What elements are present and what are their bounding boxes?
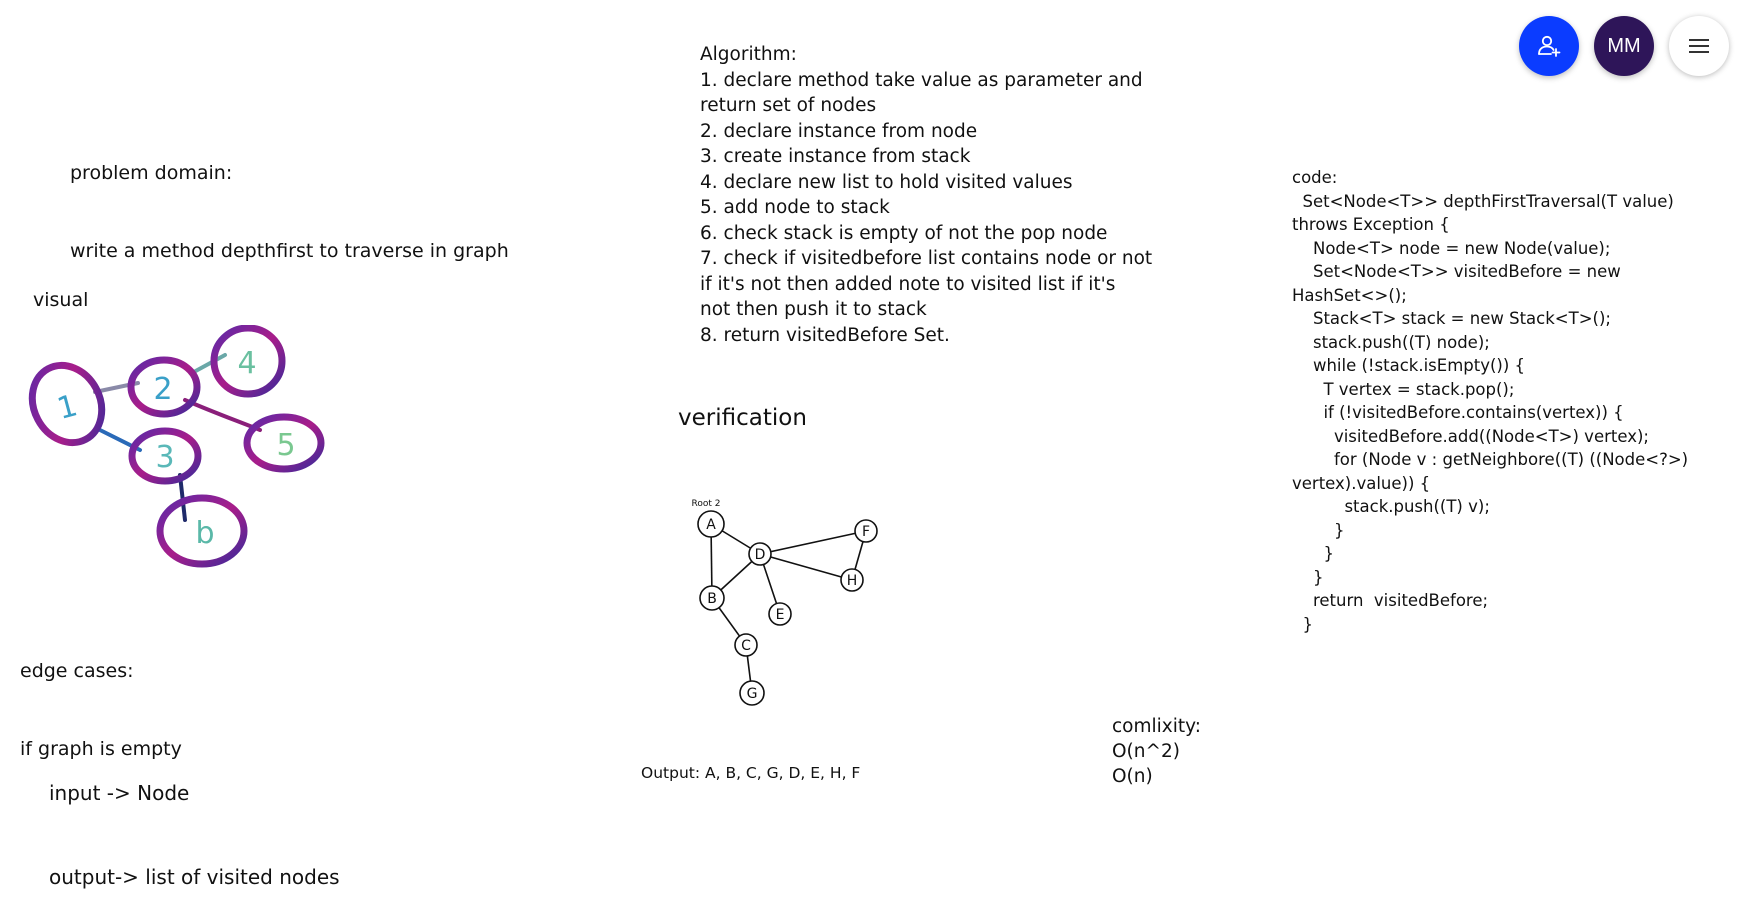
algorithm-line: 2. declare instance from node [700,120,978,142]
complexity-line: comlixity: [1112,716,1201,737]
invite-user-button[interactable] [1519,16,1579,76]
algorithm-line: 4. declare new list to hold visited valu… [700,171,1073,193]
visual-graph-sketch: 1 2 4 3 5 b [28,325,325,568]
code-line: HashSet<>(); [1292,285,1407,305]
algorithm-line: if it's not then added note to visited l… [700,273,1116,295]
input-text: input -> Node [49,781,190,805]
algorithm-line: 7. check if visitedbefore list contains … [700,248,1153,269]
graph-node-label-B: B [707,591,717,607]
graph-edge-D-H [759,553,853,581]
algorithm-line: return set of nodes [700,95,877,116]
graph-node-label-C: C [741,638,751,654]
edge-cases-text: if graph is empty [20,738,182,760]
problem-domain-text: write a method depthfirst to traverse in… [70,240,509,262]
top-actions: MM [1519,16,1729,76]
output-text: output-> list of visited nodes [49,865,340,889]
graph-node-label-H: H [847,573,858,589]
graph-node-G [739,680,765,706]
code-line: code: [1292,168,1338,187]
algorithm-line: not then push it to stack [700,299,927,320]
input-output-note: input -> Node output-> list of visited n… [49,723,340,919]
avatar-initials: MM [1607,34,1641,57]
add-user-icon [1538,35,1561,57]
code-line: } [1292,614,1313,634]
visual-node-5 [243,413,325,473]
graph-node-F [854,519,878,543]
visual-edge-2-5 [183,398,262,432]
visual-node-label-3: 3 [155,440,174,475]
visual-node-4 [210,325,286,398]
algorithm-line: 3. create instance from stack [700,146,971,167]
algorithm-note: Algorithm: 1. declare method take value a… [700,42,1152,348]
visual-node-label-2: 2 [153,372,172,407]
edge-cases-note: edge cases: if graph is empty [20,606,182,788]
problem-domain-title: problem domain: [70,162,233,184]
graph-node-D [748,542,772,566]
complexity-line: O(n) [1112,766,1153,787]
problem-domain-note: problem domain: write a method depthfirs… [70,108,509,290]
graph-node-label-G: G [747,686,758,702]
edge-cases-title: edge cases: [20,660,134,682]
graph-node-H [840,568,864,592]
visual-edge-2-4 [190,353,227,375]
code-line: T vertex = stack.pop(); [1292,379,1515,399]
graph-node-C [734,633,758,657]
hamburger-menu-icon [1689,39,1709,53]
visual-node-label-5: 5 [276,428,295,463]
verification-output: Output: A, B, C, G, D, E, H, F [641,764,861,782]
code-line: stack.push((T) node); [1292,332,1490,352]
graph-node-label-E: E [776,607,785,623]
verification-label: verification [678,405,807,431]
code-note: code: Set<Node<T>> depthFirstTraversal(T… [1292,166,1688,636]
code-line: for (Node v : getNeighbore((T) ((Node<?>… [1292,450,1689,469]
code-line: visitedBefore.add((Node<T>) vertex); [1292,426,1649,446]
graph-node-B [699,585,725,611]
graph-node-label-A: A [706,517,716,533]
code-line: return visitedBefore; [1292,591,1489,610]
code-line: while (!stack.isEmpty()) { [1292,356,1526,375]
code-line: Node<T> node = new Node(value); [1292,238,1611,258]
code-line: stack.push((T) v); [1292,497,1490,516]
code-line: throws Exception { [1292,215,1450,234]
visual-node-label-4: 4 [237,346,256,381]
verification-graph: A D F H B E C G Root 2 [692,499,878,706]
code-line: Set<Node<T>> visitedBefore = new [1292,262,1621,281]
code-line: vertex).value)) { [1292,473,1431,493]
visual-label: visual [33,289,89,311]
algorithm-line: 5. add node to stack [700,197,890,218]
visual-node-b [156,494,248,568]
algorithm-line: 8. return visitedBefore Set. [700,324,950,346]
code-line: } [1292,544,1334,563]
algorithm-line: 6. check stack is empty of not the pop n… [700,222,1108,244]
graph-node-A [697,510,725,538]
graph-node-label-F: F [862,524,870,540]
code-line: } [1292,567,1324,587]
code-line: } [1292,520,1345,540]
algorithm-line: 1. declare method take value as paramete… [700,69,1143,91]
complexity-line: O(n^2) [1112,741,1180,762]
graph-node-label-D: D [755,547,766,563]
code-line: Stack<T> stack = new Stack<T>(); [1292,309,1611,328]
visual-node-label-1: 1 [54,388,82,427]
graph-node-E [768,602,792,626]
visual-node-label-b: b [195,516,214,551]
code-line: if (!visitedBefore.contains(vertex)) { [1292,403,1624,422]
visual-node-1 [28,361,106,447]
user-avatar-button[interactable]: MM [1594,16,1654,76]
code-line: Set<Node<T>> depthFirstTraversal(T value… [1292,191,1674,211]
visual-edge-3-b [178,473,187,522]
visual-node-3 [128,427,202,485]
algorithm-line: Algorithm: [700,44,797,65]
menu-button[interactable] [1669,16,1729,76]
graph-edge-D-F [759,530,867,555]
complexity-note: comlixity: O(n^2) O(n) [1112,714,1201,789]
graph-root-label: Root 2 [692,499,721,509]
visual-node-2 [127,356,201,418]
